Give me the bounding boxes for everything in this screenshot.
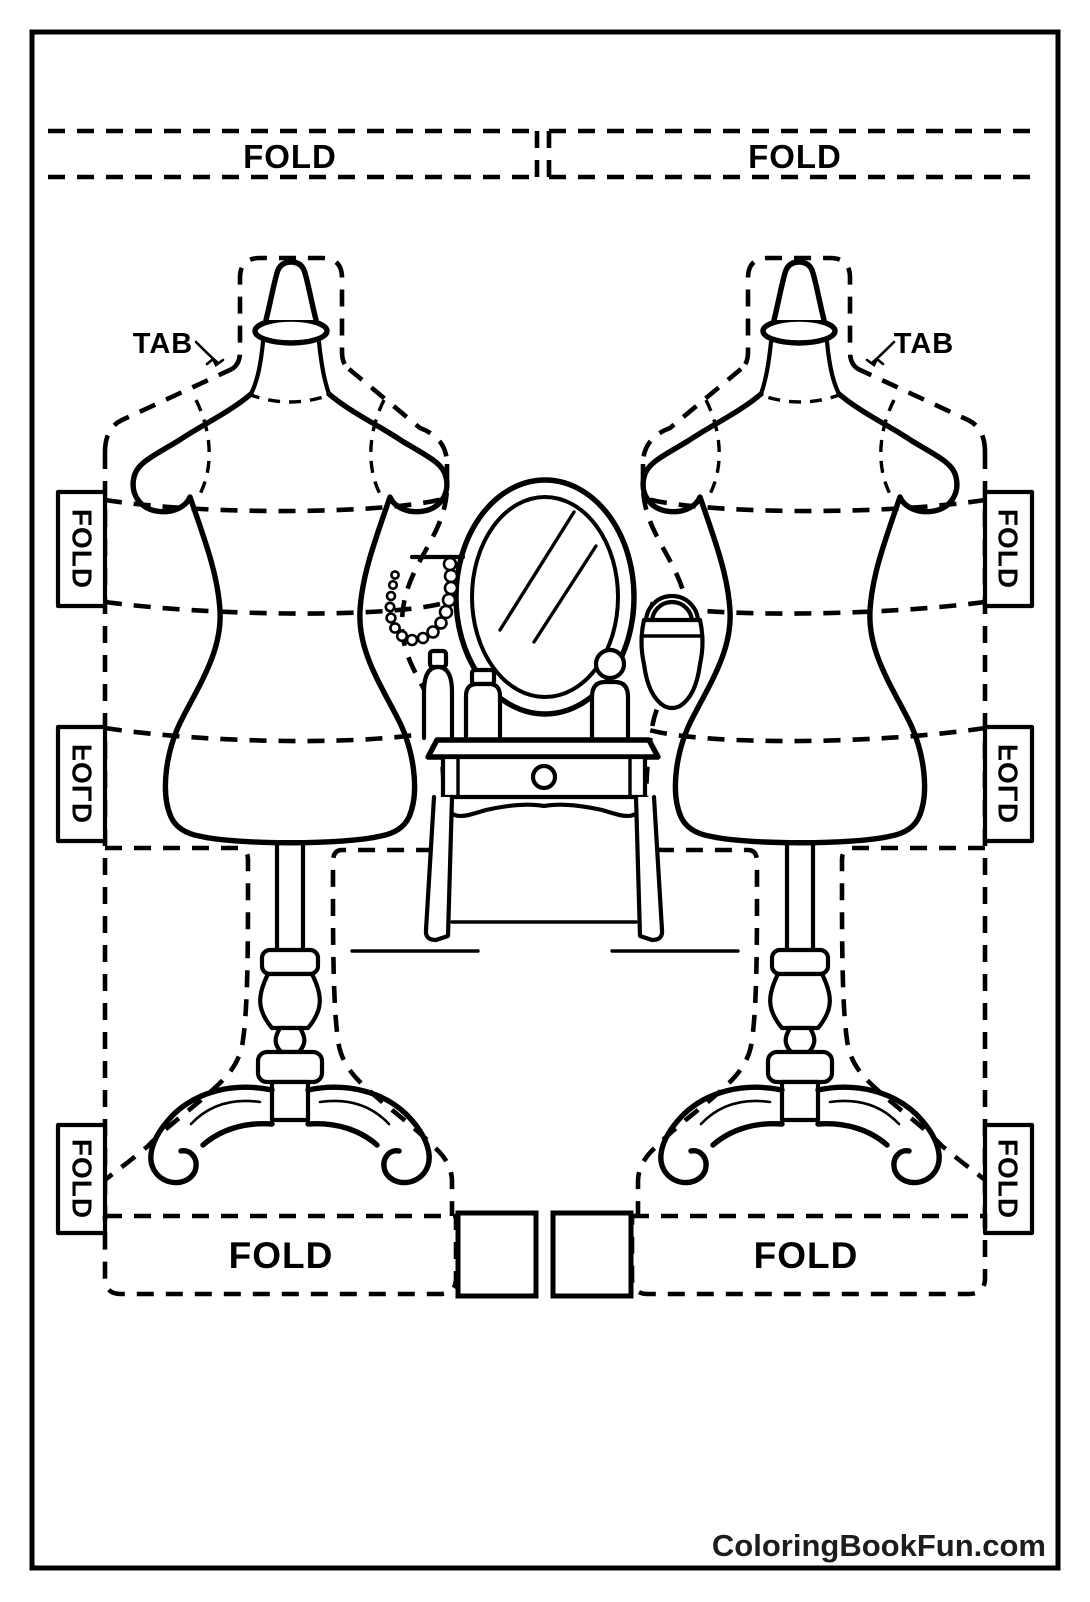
top-strip-right-label: FOLD [748, 138, 842, 175]
top-strip-left-label: FOLD [243, 138, 337, 175]
center-tab-square-left [455, 1210, 539, 1299]
side-tab-right-3-label: FOLD [993, 1139, 1024, 1219]
side-tab-left-2-label: FOLD [67, 744, 98, 824]
mirror-inner-frame [470, 495, 620, 699]
bottom-flap-left-label: FOLD [229, 1235, 334, 1276]
mirror-fill [453, 477, 637, 717]
bottom-flap-right-outline [629, 1213, 988, 1297]
bottom-flap-right-label: FOLD [754, 1235, 859, 1276]
tab-label-right: TAB [894, 328, 954, 360]
side-tab-right-2-label: FOLD [993, 744, 1024, 824]
vanity-drawer-stiles [456, 755, 632, 799]
side-tab-left-3-label: FOLD [67, 1139, 98, 1219]
tab-label-left: TAB [133, 328, 193, 360]
bottom-fold-flap-right: FOLD [629, 1213, 988, 1297]
vanity-scene [350, 477, 740, 953]
top-strip-left-lines [48, 128, 540, 180]
mirror-reflection-lines [498, 510, 598, 644]
vanity-tabletop [425, 737, 661, 760]
vanity-apron [440, 794, 648, 819]
center-tab-square-right [550, 1210, 634, 1299]
vanity-drawer-knob [530, 763, 558, 791]
perfume-bottle-round-stopper [589, 647, 631, 741]
top-strip-right-lines [546, 128, 1041, 180]
perfume-bottle-tall [421, 648, 455, 741]
perfume-jar-small [463, 667, 503, 741]
watermark-text: ColoringBookFun.com [712, 1528, 1046, 1563]
necklace-beads [384, 556, 459, 647]
side-tab-left-1-label: FOLD [67, 509, 98, 589]
top-fold-strip-left: FOLD [48, 128, 540, 180]
page-border [29, 29, 1061, 1571]
vanity-leg-right [633, 794, 665, 943]
handbag [639, 593, 705, 711]
side-tab-right-1-label: FOLD [993, 509, 1024, 589]
top-fold-strip-right: FOLD [546, 128, 1041, 180]
vanity-leg-left [423, 794, 455, 943]
